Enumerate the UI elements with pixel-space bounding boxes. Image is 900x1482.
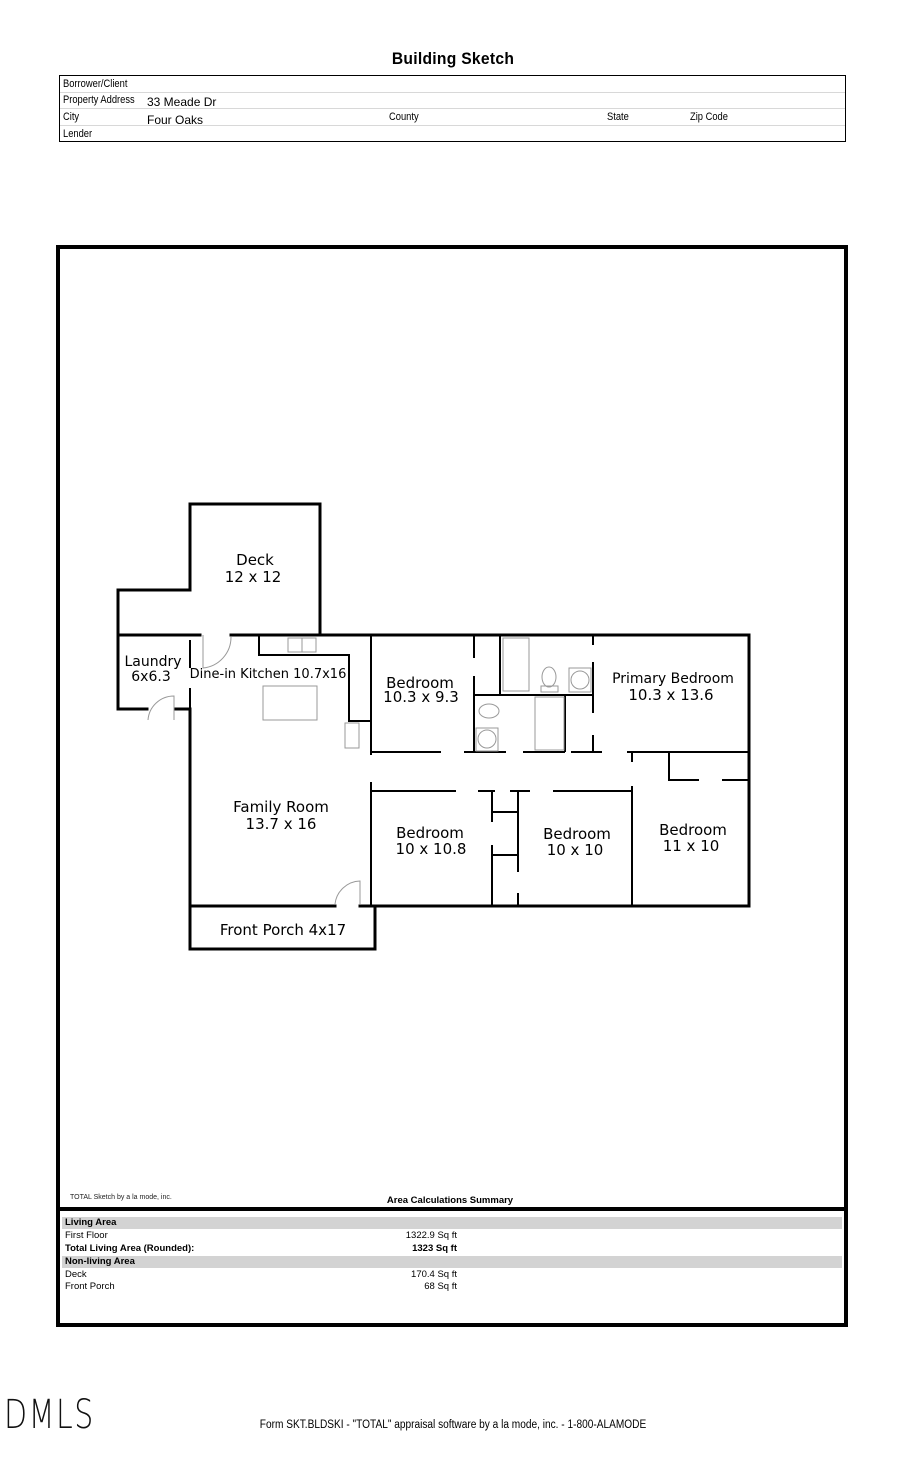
- room-family-name: Family Room: [233, 798, 329, 816]
- room-bedroom4-name: Bedroom: [659, 821, 727, 839]
- address-row: Property Address 33 Meade Dr: [60, 92, 845, 109]
- room-kitchen-label: Dine-in Kitchen 10.7x16: [190, 667, 347, 682]
- total-living-row: Total Living Area (Rounded): 1323 Sq ft: [65, 1243, 457, 1254]
- toilet-icon: [478, 703, 500, 719]
- room-deck-name: Deck: [236, 551, 274, 569]
- lender-row: Lender: [60, 126, 845, 142]
- city-row: City Four Oaks County State Zip Code: [60, 109, 845, 127]
- room-bedroom4-dims: 11 x 10: [663, 837, 720, 855]
- porch-wall: [188, 904, 377, 951]
- lender-label: Lender: [63, 128, 93, 140]
- address-value: 33 Meade Dr: [147, 95, 217, 109]
- laundry-wall: [116, 633, 149, 711]
- room-bedroom2-dims: 10 x 10.8: [396, 840, 467, 858]
- room-family-dims: 13.7 x 16: [246, 815, 317, 833]
- address-label: Property Address: [63, 94, 135, 106]
- room-bedroom1-dims: 10.3 x 9.3: [383, 688, 459, 706]
- bath-sink-icon: [570, 670, 590, 690]
- kitchen-island: [262, 685, 318, 721]
- bath-sink-icon: [477, 729, 497, 749]
- first-floor-row: First Floor 1322.9 Sq ft: [65, 1230, 457, 1241]
- room-bedroom1-name: Bedroom: [386, 674, 454, 692]
- zip-label: Zip Code: [690, 111, 728, 123]
- living-area-header: Living Area: [62, 1217, 842, 1229]
- sketch-credit: TOTAL Sketch by a la mode, inc.: [70, 1194, 172, 1201]
- bathtub-icon: [534, 696, 565, 751]
- deck-wall: [188, 502, 322, 637]
- dmls-logo: DMLS: [4, 1392, 95, 1438]
- front-door: [334, 880, 361, 905]
- deck-row: Deck 170.4 Sq ft: [65, 1269, 457, 1280]
- state-label: State: [607, 111, 629, 123]
- room-laundry-name: Laundry: [124, 654, 181, 670]
- city-label: City: [63, 111, 80, 123]
- area-summary-table: Living Area First Floor 1322.9 Sq ft Tot…: [56, 1207, 848, 1327]
- nonliving-area-header: Non-living Area: [62, 1256, 842, 1268]
- bathtub-icon: [502, 637, 530, 692]
- toilet-icon: [541, 666, 557, 688]
- city-value: Four Oaks: [147, 113, 204, 127]
- room-primary-dims: 10.3 x 13.6: [628, 686, 713, 704]
- room-bedroom2-name: Bedroom: [396, 824, 464, 842]
- borrower-label: Borrower/Client: [63, 78, 128, 90]
- property-info-table: Borrower/Client Property Address 33 Mead…: [59, 75, 846, 142]
- borrower-row: Borrower/Client: [60, 76, 845, 93]
- county-label: County: [389, 111, 419, 123]
- porch-row: Front Porch 68 Sq ft: [65, 1281, 457, 1292]
- area-summary-title: Area Calculations Summary: [386, 1195, 514, 1206]
- laundry-door: [147, 695, 175, 721]
- room-porch-label: Front Porch 4x17: [220, 921, 346, 939]
- sketch-frame: [56, 245, 848, 1327]
- room-bedroom3-dims: 10 x 10: [547, 841, 604, 859]
- form-footer: Form SKT.BLDSKI - "TOTAL" appraisal soft…: [259, 1419, 647, 1431]
- page-title: Building Sketch: [391, 49, 515, 68]
- room-laundry-dims: 6x6.3: [131, 669, 170, 685]
- room-primary-name: Primary Bedroom: [612, 671, 734, 687]
- deck-door: [202, 635, 232, 669]
- deck-wall-west: [116, 588, 192, 637]
- room-bedroom3-name: Bedroom: [543, 825, 611, 843]
- room-deck-dims: 12 x 12: [225, 568, 282, 586]
